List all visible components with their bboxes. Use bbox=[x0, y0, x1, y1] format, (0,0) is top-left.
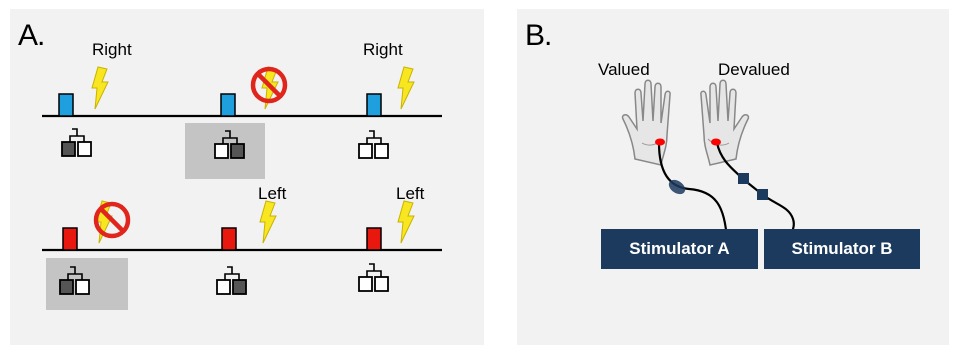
connector-square bbox=[738, 173, 749, 184]
panel-a-letter: A. bbox=[18, 19, 45, 52]
lightning-icon bbox=[397, 200, 415, 244]
label-valued: Valued bbox=[598, 60, 650, 79]
connector-square bbox=[757, 189, 768, 200]
cue-red-2 bbox=[221, 227, 237, 251]
panel-a-drawing bbox=[42, 66, 442, 295]
button-box-icon bbox=[59, 266, 90, 295]
hand-icon bbox=[700, 79, 750, 166]
lightning-icon bbox=[91, 66, 109, 110]
electrode-icon bbox=[655, 138, 665, 146]
panel-b: B. Valued Devalued Stimulator A Stimulat… bbox=[517, 9, 949, 345]
hand-icon bbox=[621, 79, 671, 166]
button-box-icon bbox=[358, 130, 389, 159]
label-left-2: Left bbox=[396, 184, 425, 203]
wire-a bbox=[657, 142, 729, 242]
cue-red-1 bbox=[62, 227, 78, 251]
button-box-icon bbox=[61, 128, 92, 157]
stimulator-b-button[interactable]: Stimulator B bbox=[764, 229, 920, 269]
cue-red-3 bbox=[366, 227, 382, 251]
label-devalued: Devalued bbox=[718, 60, 790, 79]
stimulator-a-button[interactable]: Stimulator A bbox=[601, 229, 758, 269]
button-box-icon bbox=[216, 266, 247, 295]
lightning-icon bbox=[397, 66, 415, 110]
cue-blue-2 bbox=[220, 93, 236, 117]
button-box-icon bbox=[358, 263, 389, 292]
connector-blob bbox=[668, 179, 686, 195]
label-right-2: Right bbox=[363, 40, 403, 59]
cue-blue-3 bbox=[366, 93, 382, 117]
label-right-1: Right bbox=[92, 40, 132, 59]
panel-a: A. Right Right Left Left bbox=[10, 9, 484, 345]
panel-b-letter: B. bbox=[525, 19, 552, 52]
cue-blue-1 bbox=[58, 93, 74, 117]
electrode-icon bbox=[711, 138, 721, 146]
button-box-icon bbox=[214, 130, 245, 159]
lightning-icon bbox=[259, 200, 277, 244]
panel-b-drawing bbox=[621, 79, 795, 244]
label-left-1: Left bbox=[258, 184, 287, 203]
